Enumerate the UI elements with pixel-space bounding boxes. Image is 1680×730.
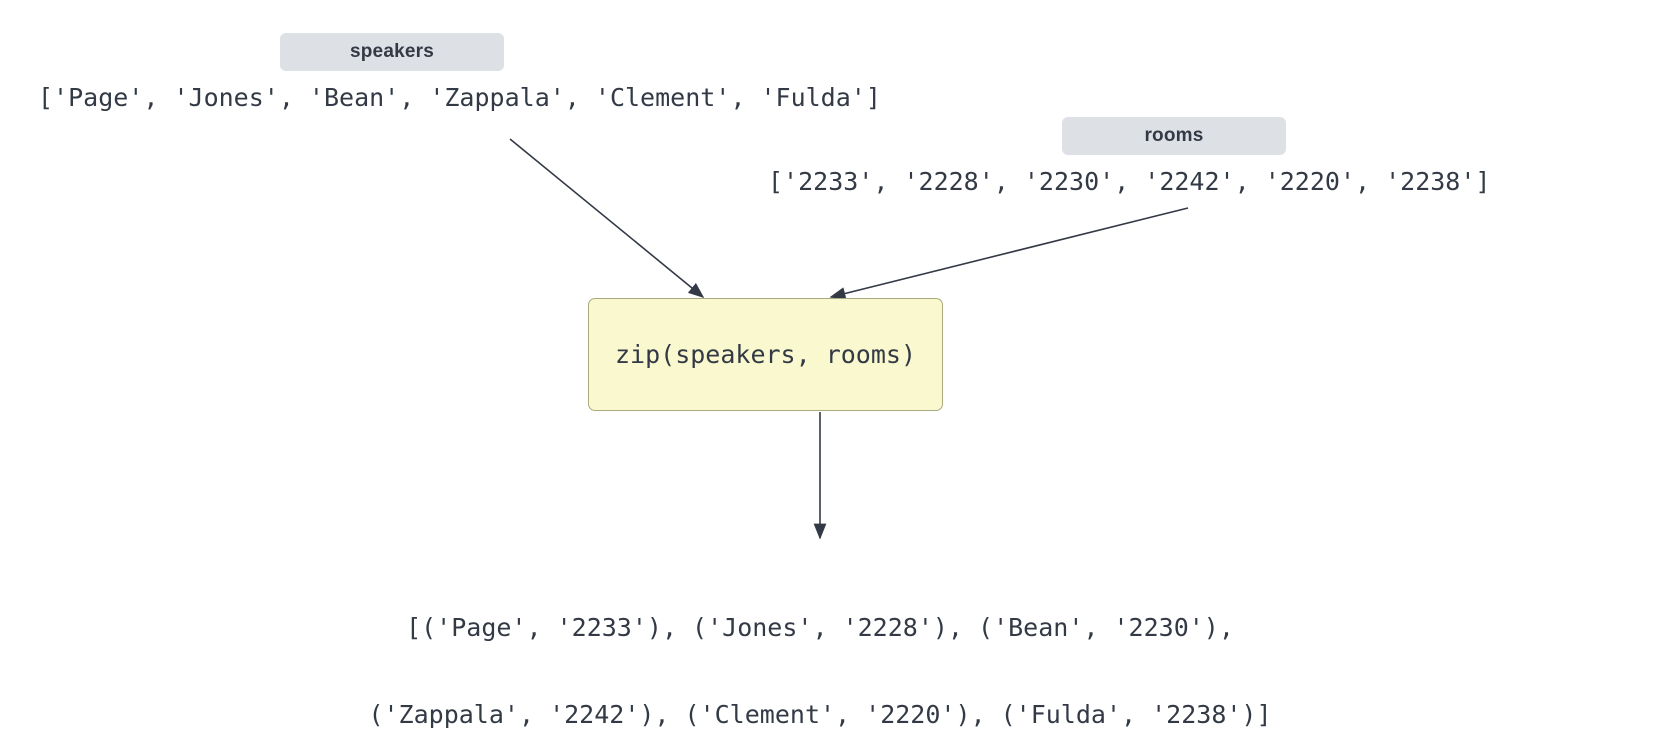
speakers-label-text: speakers xyxy=(349,41,434,62)
output-line-1: [('Page', '2233'), ('Jones', '2228'), ('… xyxy=(406,613,1234,642)
zip-operation-box: zip(speakers, rooms) xyxy=(588,298,943,411)
arrow-rooms-to-zip xyxy=(829,207,1189,300)
output-result: [('Page', '2233'), ('Jones', '2228'), ('… xyxy=(320,555,1320,730)
arrow-speakers-to-zip xyxy=(509,138,705,299)
rooms-label-text: rooms xyxy=(1144,125,1204,146)
output-line-2: ('Zappala', '2242'), ('Clement', '2220')… xyxy=(368,700,1272,729)
rooms-label-pill: rooms xyxy=(1062,117,1286,155)
zip-operation-label: zip(speakers, rooms) xyxy=(614,340,917,369)
speakers-label-pill: speakers xyxy=(280,33,504,71)
rooms-list-value: ['2233', '2228', '2230', '2242', '2220',… xyxy=(768,167,1491,196)
speakers-list-value: ['Page', 'Jones', 'Bean', 'Zappala', 'Cl… xyxy=(38,83,881,112)
